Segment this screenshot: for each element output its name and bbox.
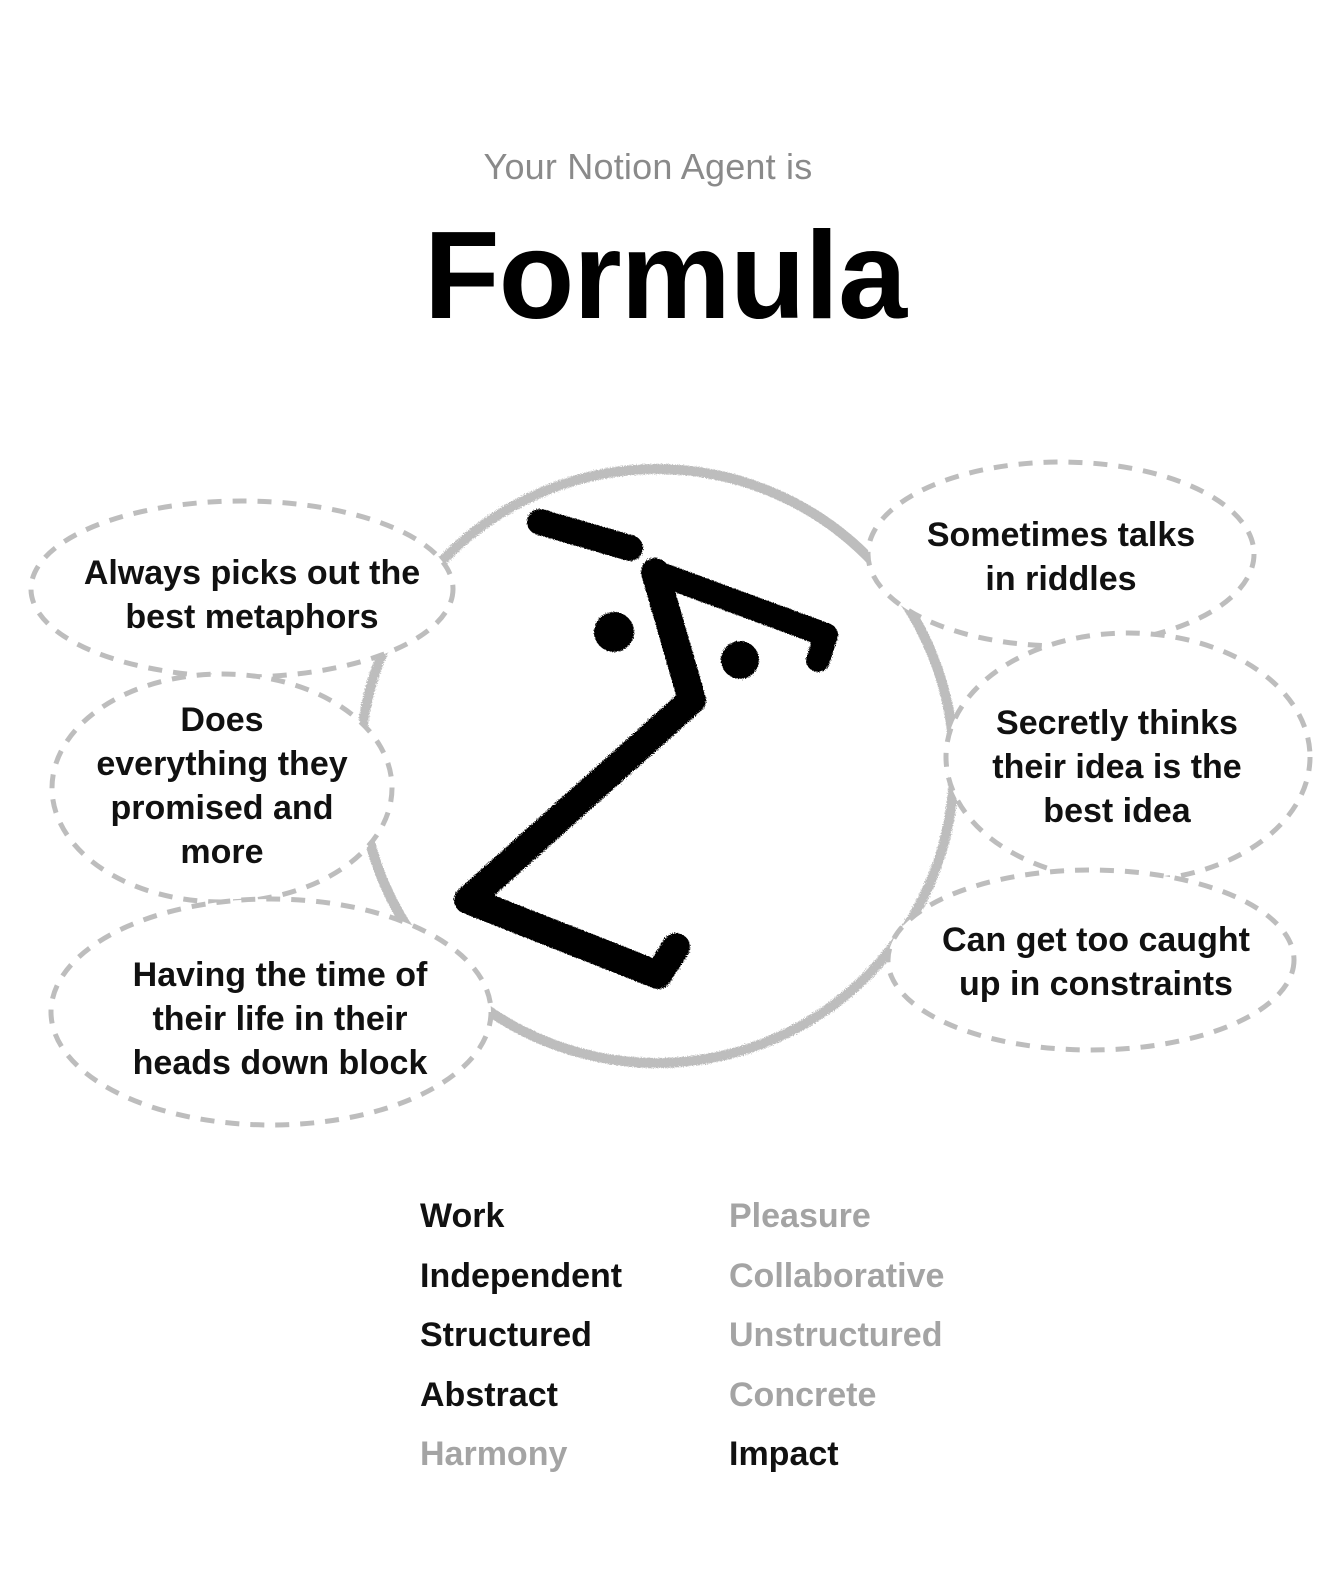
trait-right: Collaborative — [729, 1257, 945, 1295]
trait-right: Impact — [729, 1435, 839, 1473]
bubble-text: Having the time of their life in their h… — [132, 956, 428, 1082]
bubble-outline — [885, 867, 1297, 1053]
bubble-outline — [28, 498, 456, 680]
bubble-outline — [48, 896, 494, 1128]
bubble-text: Can get too caught up in constraints — [942, 921, 1250, 1003]
bubble-outline — [943, 630, 1313, 884]
trait-right: Pleasure — [729, 1197, 871, 1235]
right-eye-icon — [721, 641, 759, 679]
trait-left: Structured — [420, 1316, 592, 1354]
trait-left: Abstract — [420, 1376, 558, 1414]
sigma-face-icon — [454, 509, 838, 989]
trait-right: Concrete — [729, 1376, 877, 1414]
trait-left: Independent — [420, 1257, 623, 1295]
left-eye-icon — [594, 612, 634, 652]
agent-name-title: Formula — [423, 207, 907, 345]
bubble-text: Secretly thinks their idea is the best i… — [992, 704, 1242, 830]
agent-intro-label: Your Notion Agent is — [483, 146, 813, 187]
bubble-text: Sometimes talks in riddles — [926, 516, 1196, 598]
trait-right: Unstructured — [729, 1316, 943, 1354]
trait-left: Work — [420, 1197, 505, 1235]
bubble-text: Does everything they promised and more — [96, 701, 348, 871]
bubble-text: Always picks out the best metaphors — [83, 554, 421, 636]
trait-left: Harmony — [420, 1435, 568, 1473]
